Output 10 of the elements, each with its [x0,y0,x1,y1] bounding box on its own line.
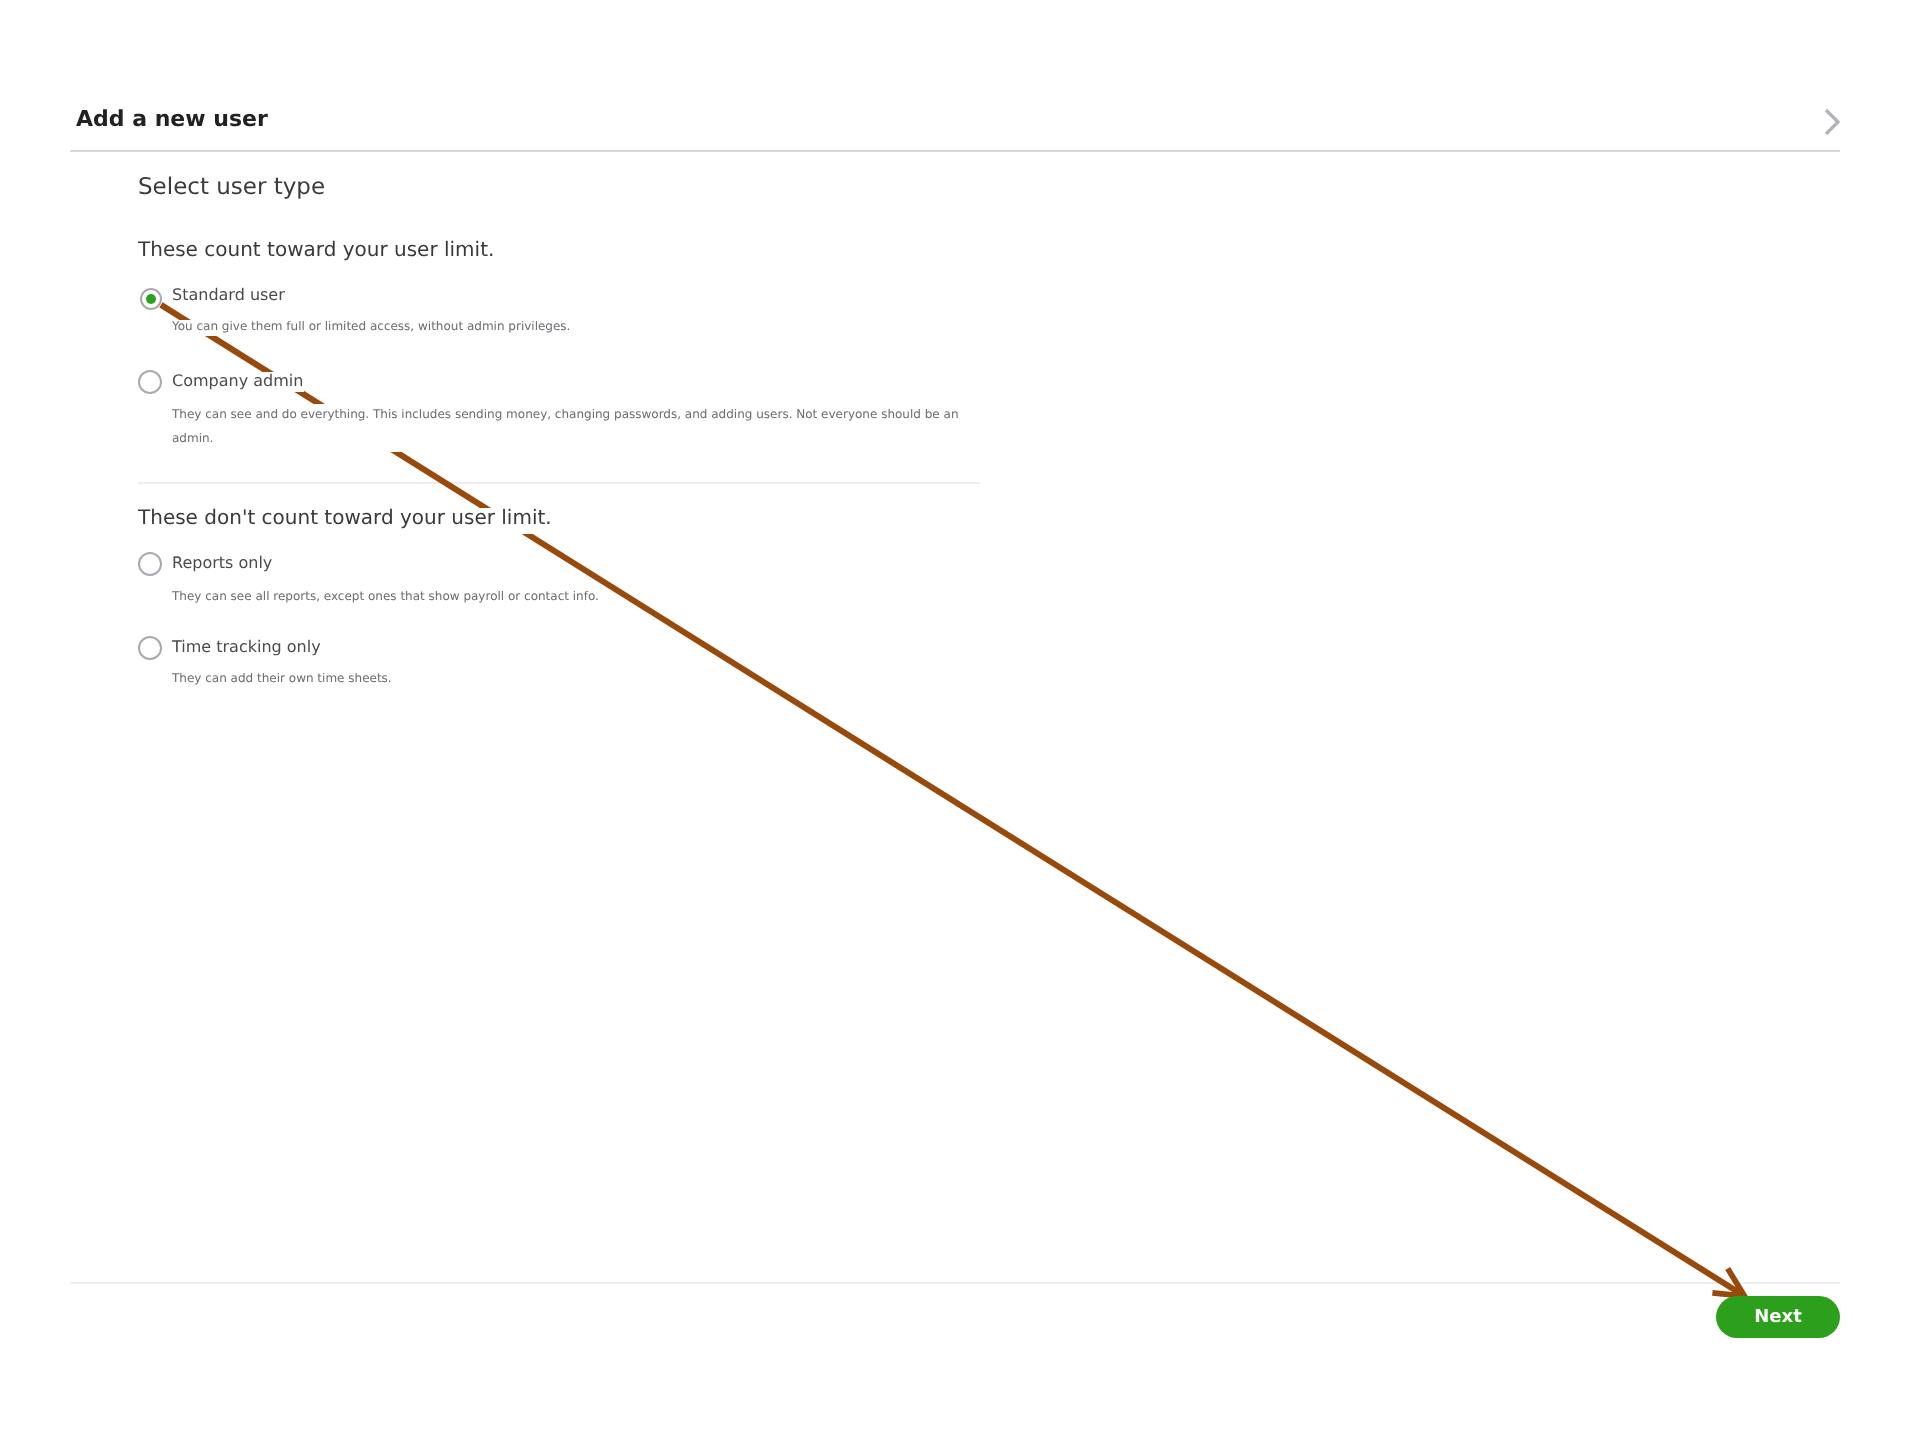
arrow [159,302,1748,1299]
next-button: Next [1716,1296,1840,1338]
option-label: Standard user [172,286,285,306]
option-label: Company admin [172,372,304,392]
section-heading: Select user type [138,172,326,201]
selected-radio-button [139,287,161,309]
group-heading: These don't count toward your user limit. [138,508,552,533]
group-heading: These count toward your user limit. [138,240,495,265]
option-label: Reports only [172,554,273,574]
option-label: Time tracking only [172,638,321,658]
